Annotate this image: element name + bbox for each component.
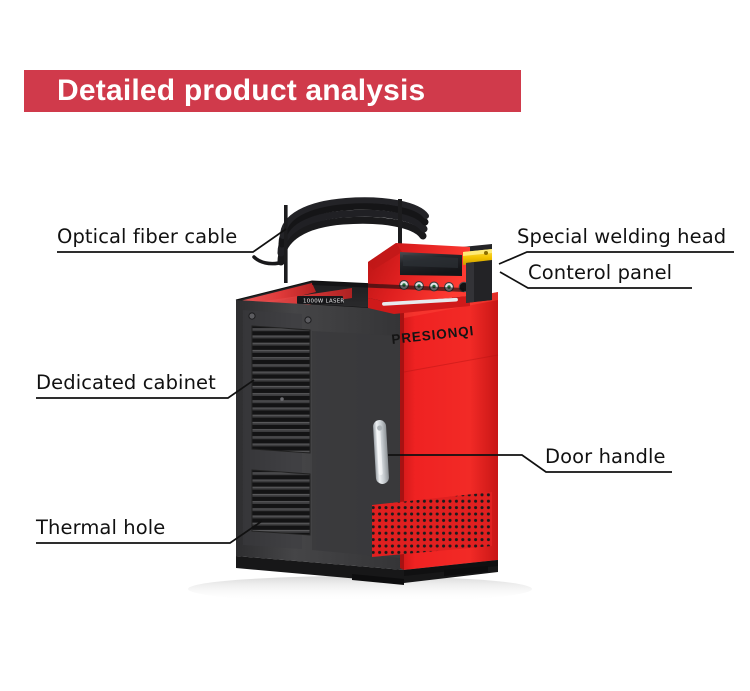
cable-post-left (284, 205, 288, 283)
callout-label-conterol-panel: Conterol panel (528, 261, 673, 284)
stripe-logo-text: 1000W LASER (303, 299, 344, 305)
machine-base (236, 556, 498, 583)
cabinet-screw-right (304, 316, 312, 324)
callout-label-optical-fiber-cable: Optical fiber cable (57, 225, 238, 248)
callout-label-door-handle: Door handle (545, 445, 666, 468)
cabinet-screw-left (248, 312, 256, 320)
front-perforated-vent (372, 492, 492, 557)
base-foot-left (352, 574, 404, 585)
door-handle-part (373, 420, 389, 484)
panel-silver-strip (382, 297, 458, 306)
stripe-logo-plate (297, 296, 343, 304)
title-banner: Detailed product analysis (24, 70, 521, 112)
cabinet-screw-center (280, 397, 284, 401)
special-welding-head-unit (463, 249, 492, 303)
callout-label-special-welding-head: Special welding head (517, 225, 727, 248)
callout-label-thermal-hole: Thermal hole (36, 516, 166, 539)
thermal-hole-vent-lower (251, 469, 311, 536)
base-foot-right (444, 566, 488, 576)
callout-label-dedicated-cabinet: Dedicated cabinet (36, 371, 216, 394)
floor-shadow (188, 576, 532, 602)
page-title: Detailed product analysis (57, 74, 426, 107)
cable-post-right (398, 199, 402, 269)
thermal-hole-vent-upper (251, 325, 311, 454)
